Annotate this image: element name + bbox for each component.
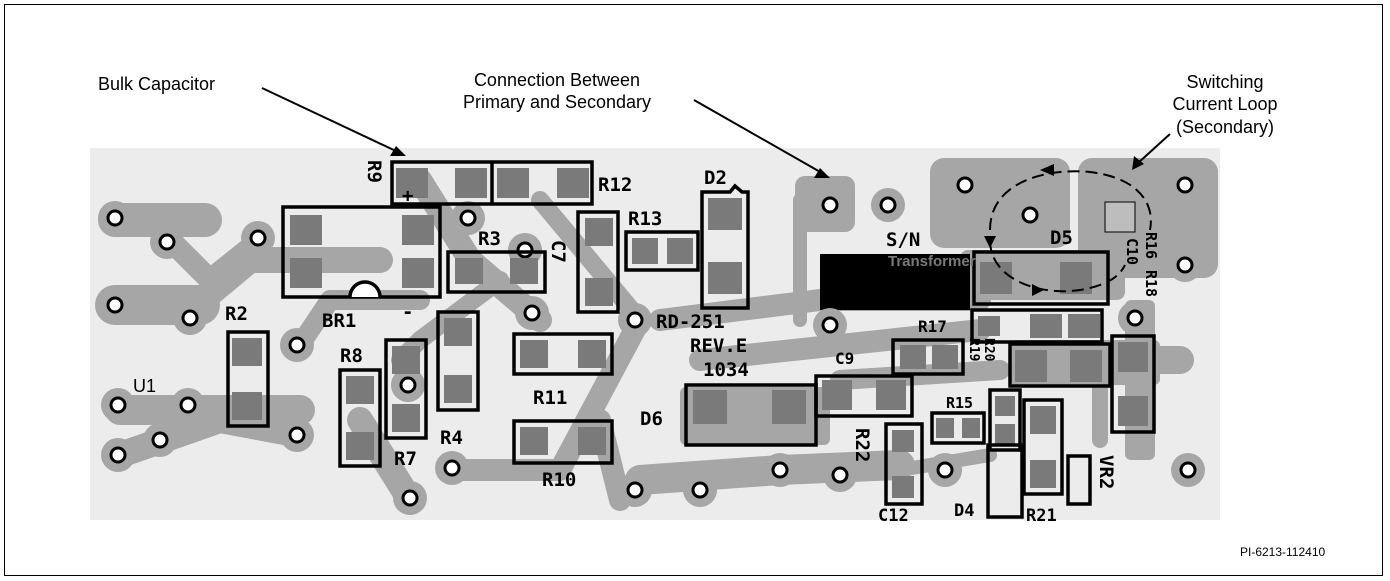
ref-r19: R19: [966, 338, 981, 361]
label-bulk-capacitor: Bulk Capacitor: [98, 74, 215, 94]
ref-r7: R7: [394, 448, 417, 470]
label-connection-line1: Connection Between: [474, 70, 640, 90]
transformer-block: [820, 254, 970, 310]
ref-r21: R21: [1026, 506, 1057, 526]
ref-rd: RD-251: [656, 311, 725, 333]
ref-r9: R9: [363, 160, 385, 183]
ref-date: 1034: [703, 359, 749, 381]
label-connection-line2: Primary and Secondary: [463, 92, 651, 112]
ref-r11: R11: [533, 387, 567, 409]
through-hole-pads: [98, 168, 1205, 515]
ref-d5: D5: [1050, 227, 1073, 249]
ref-r13: R13: [628, 208, 662, 230]
ref-d6: D6: [640, 408, 663, 430]
ref-c7: C7: [547, 240, 569, 263]
polarity-minus: -: [402, 301, 413, 323]
ref-r20: R20: [981, 338, 996, 362]
ref-sn: S/N: [886, 229, 920, 251]
label-switching-line2: Current Loop: [1172, 94, 1277, 114]
ref-c10: C10: [1123, 238, 1141, 265]
ref-r18: R18: [1142, 270, 1160, 297]
ref-vr2: VR2: [1095, 455, 1117, 489]
ref-r12: R12: [598, 174, 632, 196]
ref-r22: R22: [851, 428, 873, 462]
ref-r4: R4: [440, 427, 463, 449]
ref-r2: R2: [225, 303, 248, 325]
silkscreen-labels: U1 R9 R12 D2 R13 R3 C7 S/N Transformer D…: [133, 160, 1160, 526]
ref-d4: D4: [954, 501, 974, 521]
polarity-plus: +: [402, 185, 413, 207]
figure-id: PI-6213-112410: [1240, 545, 1326, 559]
ref-rev: REV.E: [690, 335, 747, 357]
ref-r17: R17: [918, 317, 947, 336]
current-loop-arrowheads: [984, 164, 1054, 296]
ref-r8: R8: [340, 345, 363, 367]
label-switching-line1: Switching: [1186, 72, 1263, 92]
label-switching-line3: (Secondary): [1176, 117, 1274, 137]
ref-br1: BR1: [322, 310, 356, 332]
ref-c9: C9: [835, 349, 854, 368]
ref-r10: R10: [542, 469, 576, 491]
annotation-arrowheads: [390, 146, 1144, 178]
ref-d2: D2: [704, 167, 727, 189]
ref-r16: R16: [1142, 232, 1160, 259]
ref-transformer: Transformer: [888, 253, 976, 270]
smd-components: [226, 160, 1156, 519]
ref-c12: C12: [878, 506, 909, 526]
current-loop-path: [989, 170, 1152, 293]
annotation-leaders: [261, 87, 1171, 174]
ref-r15: R15: [946, 394, 973, 412]
ref-u1: U1: [133, 376, 156, 396]
ref-r3: R3: [478, 228, 501, 250]
